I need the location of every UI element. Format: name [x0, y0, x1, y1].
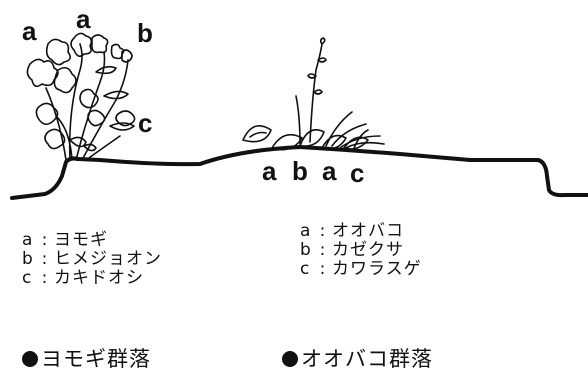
- legend-species-name: カゼクサ: [332, 240, 404, 260]
- label-yomogi-b: b: [137, 18, 153, 48]
- legend-yomogi-community: a:ヨモギ b:ヒメジョオン c:カキドオシ: [22, 231, 162, 288]
- legend-oobako-community: a:オオバコ b:カゼクサ c:カワラスゲ: [300, 222, 422, 279]
- label-yomogi-c: c: [138, 108, 152, 138]
- legend-separator: :: [319, 240, 327, 260]
- label-yomogi-a1: a: [22, 16, 37, 46]
- legend-row: c:カワラスゲ: [300, 260, 422, 279]
- community-title-text: オオバコ群落: [301, 347, 433, 371]
- legend-row: b:ヒメジョオン: [22, 250, 162, 269]
- legend-row: c:カキドオシ: [22, 269, 162, 288]
- legend-separator: :: [41, 230, 49, 250]
- legend-separator: :: [319, 259, 327, 279]
- bullet-icon: [282, 351, 298, 367]
- legend-key: c: [22, 268, 33, 288]
- label-path-c: c: [350, 158, 364, 188]
- label-path-a2: a: [322, 156, 337, 186]
- legend-species-name: ヒメジョオン: [54, 249, 162, 269]
- legend-separator: :: [41, 249, 49, 269]
- label-path-b: b: [292, 156, 308, 186]
- legend-row: a:ヨモギ: [22, 231, 162, 250]
- legend-species-name: オオバコ: [332, 221, 404, 241]
- legend-key: a: [300, 221, 312, 241]
- bullet-icon: [22, 351, 38, 367]
- legend-row: a:オオバコ: [300, 222, 422, 241]
- legend-key: b: [300, 240, 312, 260]
- legend-species-name: カワラスゲ: [332, 259, 422, 279]
- legend-species-name: ヨモギ: [54, 230, 108, 250]
- legend-row: b:カゼクサ: [300, 241, 422, 260]
- legend-separator: :: [319, 221, 327, 241]
- legend-key: c: [300, 259, 311, 279]
- label-path-a1: a: [262, 156, 277, 186]
- community-title-text: ヨモギ群落: [41, 347, 151, 371]
- legend-separator: :: [41, 268, 49, 288]
- ground-profile-line: [10, 145, 588, 200]
- label-yomogi-a2: a: [76, 4, 91, 34]
- yomogi-plant-cluster: [26, 32, 136, 161]
- legend-key: b: [22, 249, 34, 269]
- community-title-yomogi: ヨモギ群落: [22, 343, 151, 373]
- legend-species-name: カキドオシ: [54, 268, 144, 288]
- community-title-oobako: オオバコ群落: [282, 343, 433, 373]
- legend-key: a: [22, 230, 34, 250]
- oobako-plant-cluster: [242, 37, 385, 151]
